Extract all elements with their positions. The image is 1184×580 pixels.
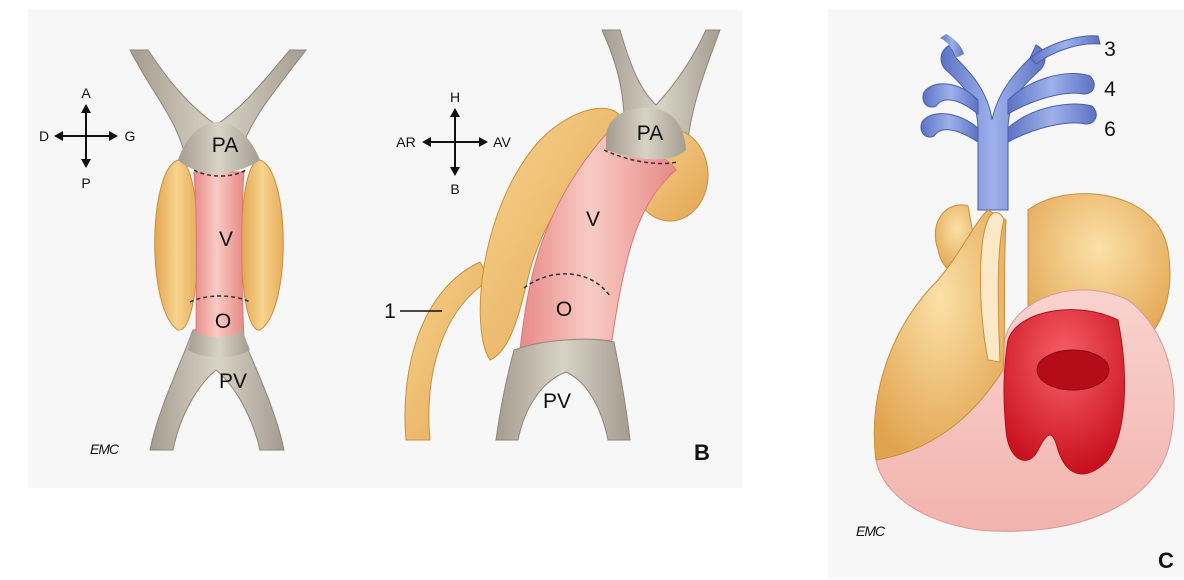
right-cushion bbox=[241, 160, 283, 330]
callout-label-1: 1 bbox=[384, 300, 396, 323]
label-v: V bbox=[219, 228, 233, 251]
label-pa: PA bbox=[637, 122, 663, 145]
arch-number-3: 3 bbox=[1104, 38, 1116, 61]
ventricle-opening bbox=[1037, 350, 1109, 390]
left-cushion bbox=[155, 160, 198, 330]
label-pv: PV bbox=[219, 370, 247, 393]
right-ventricle-cavity bbox=[1004, 310, 1125, 474]
compass-right-label: AV bbox=[493, 134, 511, 150]
compass-right-label: G bbox=[125, 128, 136, 144]
panel-c-illustration: 3 4 6 EMC C bbox=[828, 10, 1184, 578]
emc-logo: EMC bbox=[856, 523, 886, 539]
orientation-compass bbox=[422, 108, 488, 176]
panel-a: A P D G PA V O PV EMC bbox=[28, 10, 340, 488]
panel-c: 3 4 6 EMC C bbox=[828, 10, 1184, 578]
compass-bottom-label: P bbox=[81, 175, 90, 191]
emc-logo: EMC bbox=[90, 441, 120, 457]
panel-a-illustration: A P D G PA V O PV EMC bbox=[28, 10, 340, 488]
label-v: V bbox=[586, 208, 600, 231]
compass-left-label: D bbox=[39, 128, 49, 144]
label-o: O bbox=[215, 310, 231, 333]
compass-bottom-label: B bbox=[450, 181, 459, 197]
aortic-arches bbox=[921, 34, 1100, 210]
compass-left-label: AR bbox=[396, 134, 415, 150]
orientation-compass bbox=[54, 104, 118, 168]
panel-b-illustration: H B AR AV PA V O PV 1 B bbox=[340, 10, 742, 488]
arch-number-4: 4 bbox=[1104, 78, 1116, 101]
curved-vessel-1 bbox=[405, 262, 490, 440]
compass-top-label: H bbox=[450, 89, 460, 105]
label-pa: PA bbox=[212, 134, 238, 157]
label-pv: PV bbox=[543, 390, 571, 413]
arch-number-6: 6 bbox=[1104, 118, 1116, 141]
panel-letter-c: C bbox=[1158, 548, 1174, 573]
compass-top-label: A bbox=[81, 85, 91, 101]
panel-letter-b: B bbox=[694, 440, 710, 465]
label-o: O bbox=[556, 298, 572, 321]
panel-b: H B AR AV PA V O PV 1 B bbox=[340, 10, 742, 488]
